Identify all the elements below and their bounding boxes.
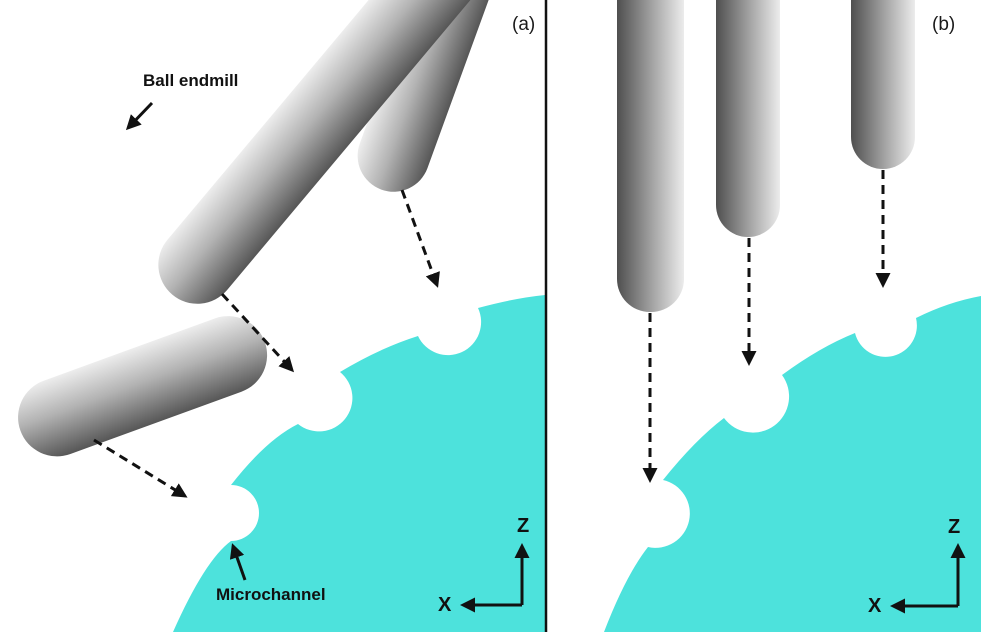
workpiece-b <box>604 296 981 632</box>
toolpath-arrow-a1 <box>400 189 440 288</box>
coordinate-axes-a: Z X <box>438 515 530 616</box>
toolpath-arrow-a2 <box>220 292 295 373</box>
toolpath-arrow-a3 <box>93 438 188 498</box>
panel-a: Ball endmill Microchannel (a) Z X <box>18 0 545 632</box>
microchannel-label: Microchannel <box>216 585 326 604</box>
ball-endmill-tool-a3 <box>18 316 268 457</box>
ball-endmill-tool-b1 <box>617 0 684 312</box>
x-axis-label-a: X <box>438 594 452 616</box>
ball-endmill-tool-b3 <box>851 0 915 169</box>
ball-endmill-label: Ball endmill <box>143 71 238 90</box>
x-axis-label-b: X <box>868 595 882 617</box>
ball-endmill-tool-a2 <box>158 0 482 304</box>
coordinate-axes-b: Z X <box>868 516 966 617</box>
panel-label-a: (a) <box>512 14 535 35</box>
z-axis-label-b: Z <box>948 516 960 538</box>
ball-endmill-tool-b2 <box>716 0 780 237</box>
z-axis-label-a: Z <box>517 515 529 537</box>
workpiece-a <box>173 295 545 632</box>
panel-label-b: (b) <box>932 14 955 35</box>
ball-endmill-pointer <box>125 101 154 131</box>
microchannel-pointer <box>229 543 247 581</box>
panel-b: (b) Z X <box>604 0 981 632</box>
